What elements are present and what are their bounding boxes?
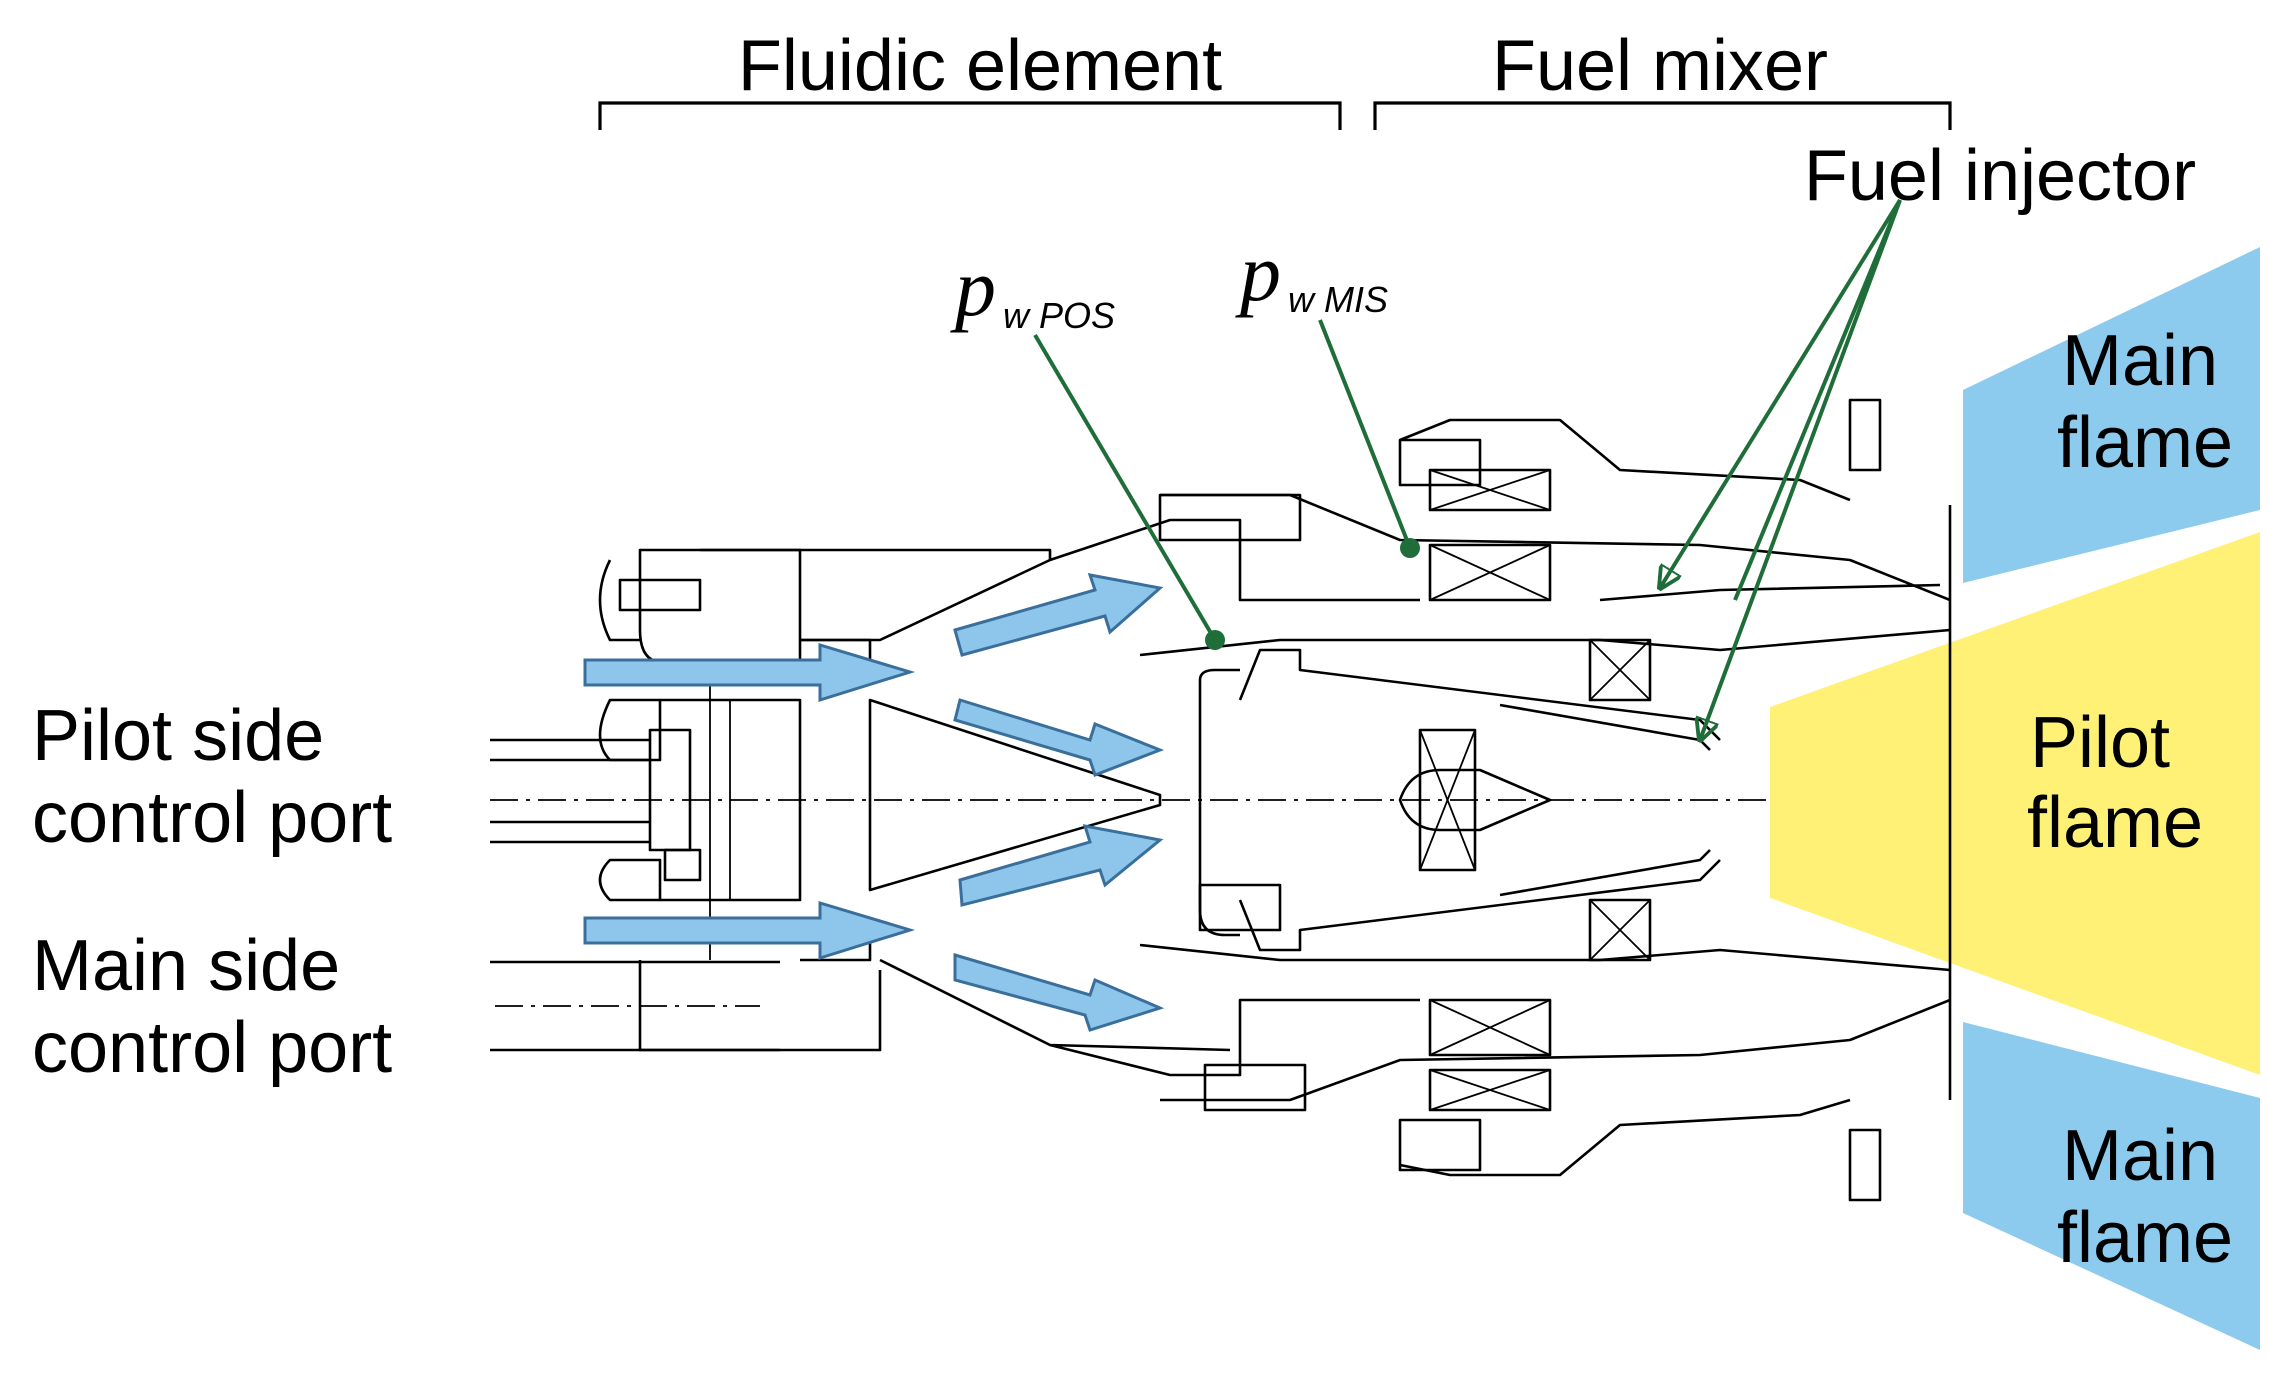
main-flame-bottom-label-line2: flame [2057,1198,2233,1278]
pw-pos-tap [1205,630,1225,650]
pilot-flame-label-line2: flame [2027,783,2203,863]
main-flame-bottom-label-line1: Main [2062,1116,2218,1196]
flow-arrow-upper-out [953,573,1164,657]
fuel-mixer-bracket [1373,101,1952,130]
pilot-control-port [490,728,692,852]
pw-mis-subscript: w MIS [1288,279,1388,320]
pilot-port-label-line2: control port [32,778,392,858]
pw-mis-tap [1400,538,1420,558]
fluidic-element-label: Fluidic element [738,26,1222,106]
main-port-label-line2: control port [32,1008,392,1088]
fluidic-element-bracket [598,101,1342,130]
main-port-label-line1: Main side [32,926,340,1006]
main-flame-top [1963,247,2260,583]
upper-mixer-body [1049,398,1952,1100]
pw-mis-leader [1318,319,1412,549]
lower-mixer-body [1049,859,1951,1202]
fuel-mixer-label: Fuel mixer [1492,26,1828,106]
main-control-port [490,960,780,1052]
pw-pos-leader [1033,333,1217,642]
flow-arrow-upper-in [953,698,1165,777]
fuel-injector-label: Fuel injector [1804,136,2196,216]
flow-arrow-lower-out [953,952,1165,1032]
fuel-injector-leader-upper [1660,198,1902,588]
flow-arrow-lower-in [958,824,1164,907]
pw-pos-symbol: p [950,242,996,333]
pilot-port-label-line1: Pilot side [32,696,324,776]
pilot-burner-core [1198,668,1711,937]
flow-arrow-pilot-inlet [583,642,916,703]
main-flame-top-label-line1: Main [2062,321,2218,401]
fuel-injector-leader-mixer [1733,199,1902,601]
flow-arrows [583,573,1165,1032]
pilot-flame-label-line1: Pilot [2030,703,2170,783]
fuel-injector-leader-lower [1700,199,1902,740]
pilot-flame [1770,532,2260,1075]
flow-arrow-main-inlet [583,900,916,961]
main-flame-bottom [1963,1022,2260,1350]
main-flame-top-label-line2: flame [2057,403,2233,483]
pw-pos-subscript: w POS [1003,295,1115,336]
pw-mis-symbol: p [1235,227,1281,318]
